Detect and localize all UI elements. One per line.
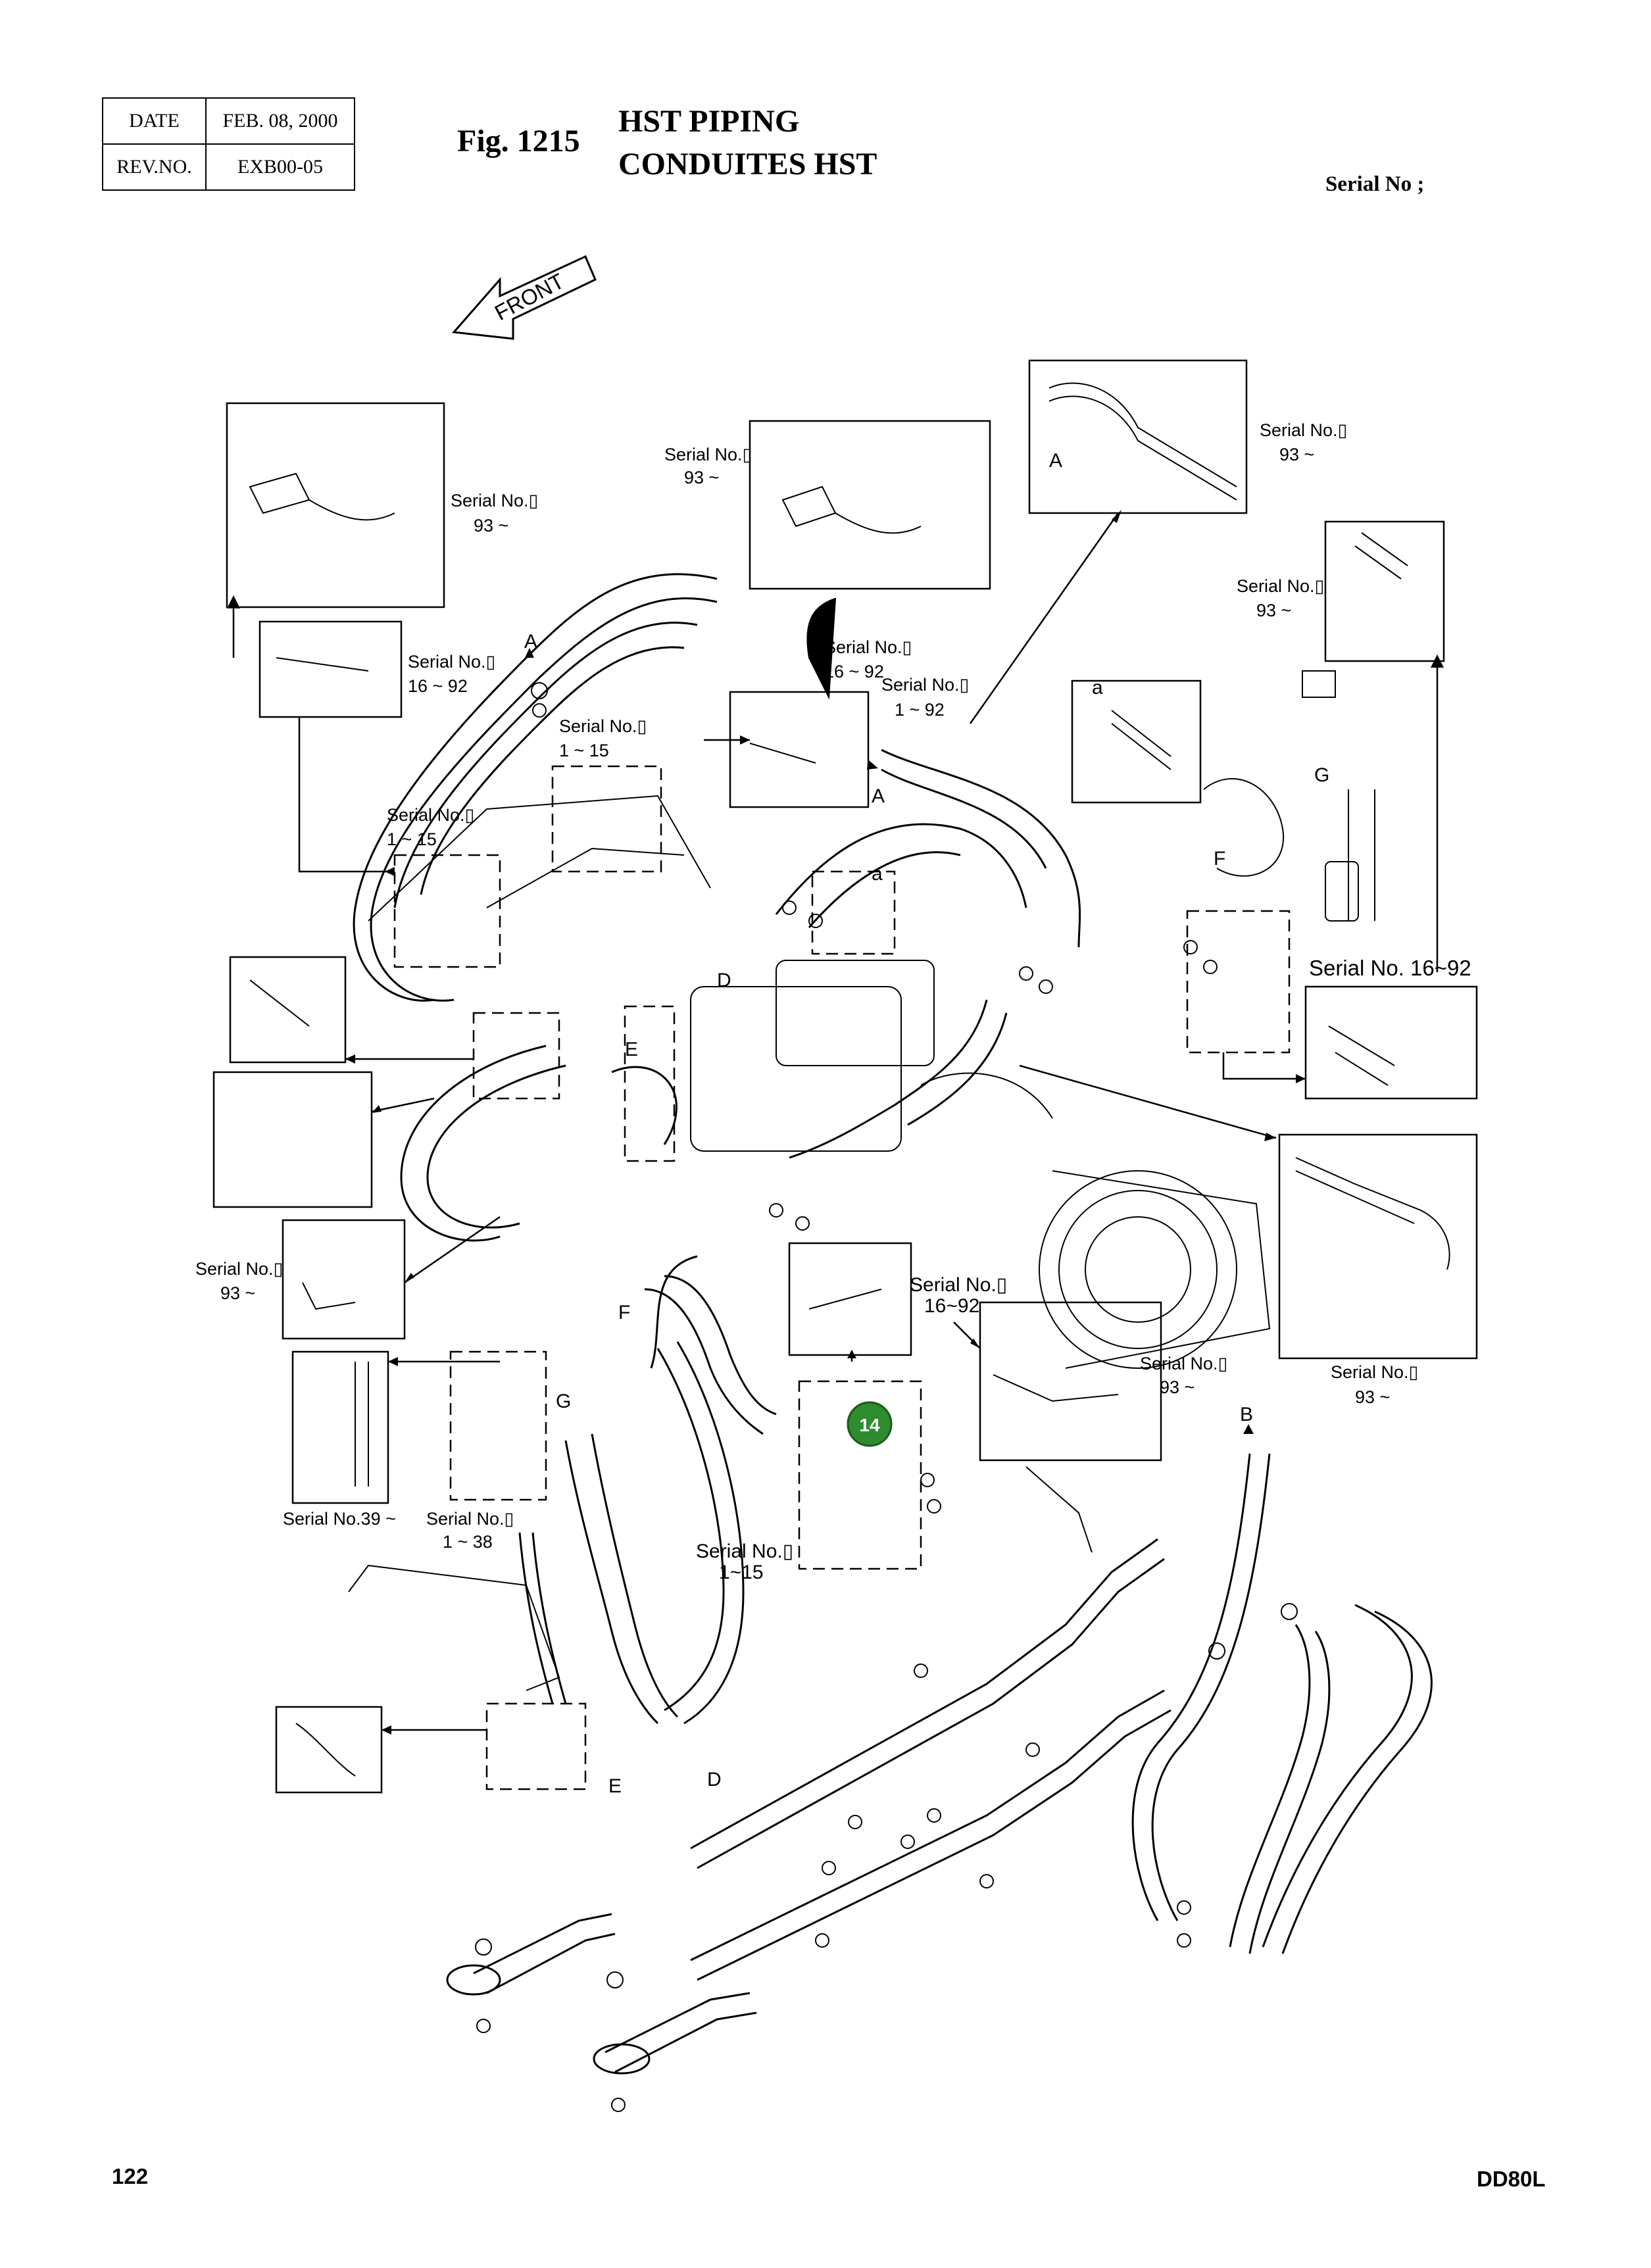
dashed-groups: [393, 765, 1291, 1790]
serial-label: Serial No.▯: [1331, 1362, 1418, 1382]
letter-label: A: [524, 631, 537, 653]
detail-letter: a: [872, 863, 883, 885]
detail-box-top-left: [226, 402, 445, 608]
detail-box-left-3: [282, 1219, 406, 1340]
serial-label: Serial No.▯: [1140, 1354, 1227, 1373]
serial-label: Serial No.▯: [426, 1509, 514, 1529]
serial-label: Serial No.▯: [559, 716, 647, 736]
letter-label: D: [707, 1769, 722, 1790]
serial-range: 1 ~ 38: [443, 1532, 493, 1552]
serial-range: 93 ~: [474, 516, 508, 535]
detail-box-hose-left: [291, 1350, 389, 1504]
serial-range: 1 ~ 15: [559, 741, 609, 760]
serial-label: Serial No.▯: [1237, 576, 1324, 596]
date-label: DATE: [102, 97, 207, 145]
engine-frame: [368, 795, 711, 922]
revision-table: DATE FEB. 08, 2000 REV.NO. EXB00-05: [102, 97, 355, 191]
serial-range: 93 ~: [684, 468, 719, 487]
serial-range: 93 ~: [220, 1283, 255, 1303]
serial-range: 1 ~ 92: [895, 700, 945, 720]
detail-box-elbow: [275, 1706, 383, 1794]
detail-box-top-mid: [749, 420, 991, 590]
letter-label: D: [717, 970, 731, 991]
detail-box-fitting-left: [259, 620, 403, 718]
letter-label: B: [1240, 1404, 1253, 1425]
leader-lines: [232, 512, 1439, 1731]
reference-letters: A A A B D D E E F F G G a a: [524, 450, 1329, 1797]
serial-range: 93 ~: [1279, 445, 1314, 464]
misc-parts: [348, 597, 1375, 1691]
letter-label: F: [618, 1302, 630, 1323]
page-number: 122: [112, 2164, 149, 2188]
letter-label: E: [608, 1775, 622, 1797]
serial-label: Serial No.▯: [664, 445, 752, 464]
serial-label: Serial No.▯: [881, 675, 969, 695]
badge-number: 14: [859, 1415, 880, 1435]
detail-box-left-1: [229, 956, 347, 1064]
serial-label: Serial No.39 ~: [283, 1509, 396, 1529]
suction-pipes: [446, 1538, 1171, 2075]
serial-label: Serial No.▯: [1260, 420, 1347, 440]
badge-circle: [847, 1401, 893, 1447]
serial-label: Serial No.▯: [824, 637, 912, 657]
fittings: [475, 682, 1298, 2112]
serial-range: 1 ~ 15: [387, 829, 437, 849]
detail-box-center-flange: [788, 1242, 912, 1356]
letter-label: A: [872, 785, 885, 807]
direction-arrows: [227, 510, 1444, 1735]
serial-label: Serial No.▯: [910, 1274, 1007, 1296]
hose-bundle-left: [353, 573, 718, 1242]
detail-box-right-upper: [1324, 520, 1445, 662]
rev-value: EXB00-05: [205, 143, 355, 191]
detail-box-right-flange: [1304, 985, 1478, 1100]
detail-box-a-right: [1071, 679, 1202, 804]
serial-label: Serial No.▯: [195, 1259, 283, 1279]
detail-letter: a: [1092, 677, 1103, 699]
letter-label: A: [1049, 450, 1062, 472]
detail-sketches: [249, 382, 1450, 1777]
serial-range: 93 ~: [1256, 601, 1291, 620]
part-number-badge: 14: [847, 1401, 893, 1447]
serial-label: Serial No.▯: [387, 805, 474, 825]
front-label: FRONT: [491, 268, 568, 325]
rev-label: REV.NO.: [102, 143, 207, 191]
title-english: HST PIPING: [618, 104, 800, 139]
date-value: FEB. 08, 2000: [205, 97, 355, 145]
figure-number: Fig. 1215: [457, 124, 580, 159]
serial-label: Serial No.▯: [696, 1541, 793, 1562]
letter-label: G: [556, 1391, 571, 1412]
serial-range: 93 ~: [1160, 1377, 1195, 1397]
pump-assembly: [690, 960, 1271, 1369]
detail-box-left-2: [212, 1071, 373, 1208]
serial-range: 16 ~ 92: [408, 676, 468, 696]
serial-range: 1~15: [719, 1562, 764, 1583]
serial-number-header: Serial No ;: [1325, 172, 1425, 196]
detail-box-mid: [729, 691, 870, 808]
serial-label: Serial No. 16~92: [1309, 956, 1471, 980]
serial-range: 16~92: [924, 1295, 979, 1317]
model-name: DD80L: [1477, 2167, 1546, 2191]
title-french: CONDUITES HST: [618, 147, 877, 182]
detail-box-right-pipe: [1278, 1133, 1478, 1360]
serial-range: 93 ~: [1355, 1387, 1390, 1407]
serial-labels: Serial No.▯ 93 ~ Serial No.▯ 93 ~ Serial…: [195, 420, 1471, 1583]
serial-range: 16 ~ 92: [824, 662, 884, 681]
detail-box-top-right: [1028, 359, 1248, 514]
hose-lower: [518, 1341, 1433, 1954]
front-direction-arrow: [451, 255, 597, 340]
letter-label: F: [1214, 848, 1225, 870]
hose-center: [644, 749, 1081, 1435]
letter-label: E: [625, 1039, 638, 1060]
serial-label: Serial No.▯: [408, 652, 495, 672]
detail-box-center-hose: [979, 1301, 1162, 1462]
letter-label: G: [1314, 764, 1329, 786]
serial-label: Serial No.▯: [451, 491, 538, 510]
